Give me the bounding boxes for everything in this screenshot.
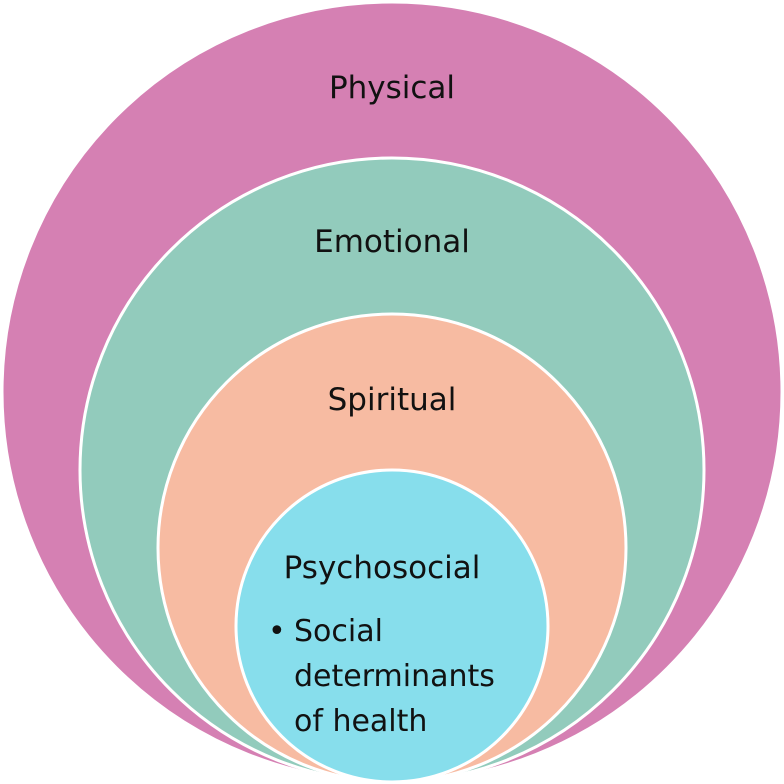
bullet-line-2: determinants bbox=[294, 659, 495, 694]
spiritual-label: Spiritual bbox=[328, 382, 457, 418]
bullet-line-1: Social bbox=[294, 614, 383, 649]
bullet-line-3: of health bbox=[294, 704, 427, 739]
psychosocial-label: Psychosocial bbox=[284, 550, 481, 586]
psychosocial-circle bbox=[234, 468, 550, 784]
emotional-label: Emotional bbox=[314, 224, 470, 260]
physical-label: Physical bbox=[329, 70, 455, 106]
bullet-marker: • bbox=[268, 614, 286, 649]
